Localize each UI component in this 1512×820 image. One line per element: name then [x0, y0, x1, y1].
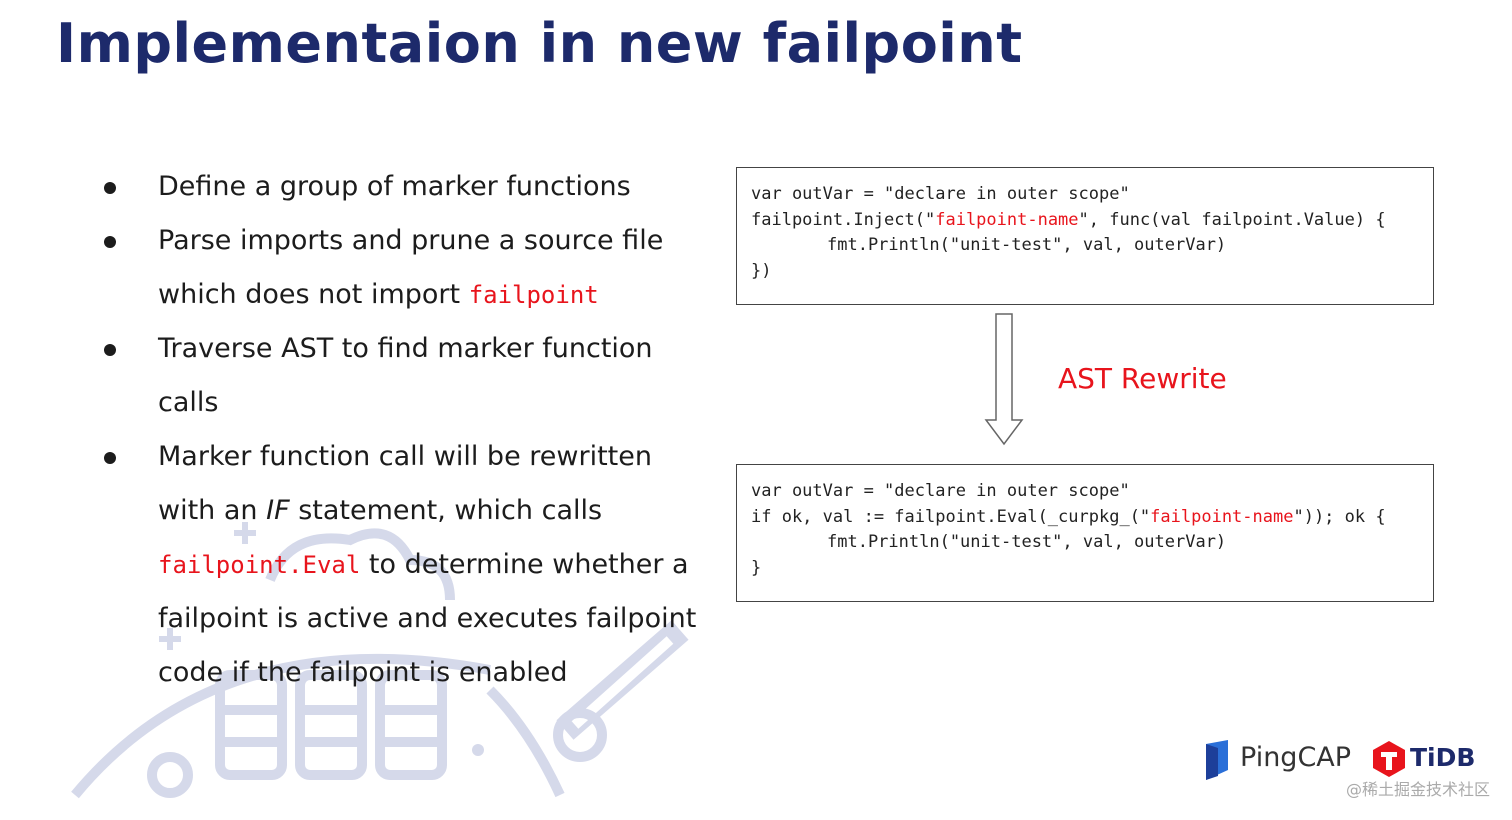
bullet-list: Define a group of marker functions Parse…	[100, 160, 710, 700]
down-arrow-icon	[984, 313, 1024, 446]
code-line: fmt.Println("unit-test", val, outerVar)	[827, 235, 1227, 255]
bullet-item: Define a group of marker functions	[100, 160, 710, 214]
code-fragment: if ok, val := failpoint.Eval(_curpkg_("	[751, 506, 1151, 527]
bullet-italic: IF	[266, 495, 290, 526]
code-after-box: var outVar = "declare in outer scope" if …	[736, 464, 1434, 602]
tidb-logo-text: TiDB	[1410, 743, 1476, 772]
bullet-text: statement, which calls	[289, 495, 603, 526]
cloud-server-watermark-icon	[71, 522, 689, 799]
code-line: fmt.Println("unit-test", val, outerVar)	[827, 532, 1227, 552]
branding: PingCAP TiDB	[1200, 740, 1480, 780]
tidb-logo-icon	[1373, 741, 1405, 777]
code-line: var outVar = "declare in outer scope"	[751, 481, 1130, 501]
source-credit: @稀土掘金技术社区	[1345, 780, 1490, 799]
pingcap-logo-icon	[1206, 740, 1228, 780]
code-before-box: var outVar = "declare in outer scope" fai…	[736, 167, 1434, 305]
code-fragment: failpoint.Inject("	[751, 209, 936, 230]
bullet-item: Traverse AST to find marker function cal…	[100, 322, 710, 430]
code-fragment: ", func(val failpoint.Value) {	[1078, 209, 1386, 230]
inline-code: failpoint.Eval	[158, 551, 361, 579]
code-line: })	[751, 260, 772, 281]
code-line: failpoint.Inject("failpoint-name", func(…	[751, 208, 1433, 234]
bullet-text: Traverse AST to find marker function cal…	[158, 333, 653, 418]
bullet-dot-icon	[104, 452, 116, 464]
bullet-text: to determine whether a failpoint is acti…	[158, 549, 697, 688]
bullet-dot-icon	[104, 182, 116, 194]
bullet-dot-icon	[104, 344, 116, 356]
code-line: if ok, val := failpoint.Eval(_curpkg_("f…	[751, 505, 1433, 531]
inline-code: failpoint	[468, 281, 599, 309]
ast-rewrite-label: AST Rewrite	[1058, 362, 1227, 395]
bullet-text: Define a group of marker functions	[158, 171, 631, 202]
bullet-item: Marker function call will be rewritten w…	[100, 430, 710, 700]
bullet-text: Marker function call will be rewritten w…	[158, 441, 652, 526]
code-string-highlight: failpoint-name	[1150, 506, 1294, 527]
bullet-text: Parse imports and prune a source file wh…	[158, 225, 664, 310]
code-fragment: ")); ok {	[1293, 506, 1386, 527]
bullet-item: Parse imports and prune a source file wh…	[100, 214, 710, 322]
code-line: }	[751, 557, 762, 578]
slide-title: Implementaion in new failpoint	[56, 12, 1023, 75]
code-line: var outVar = "declare in outer scope"	[751, 184, 1130, 204]
code-string-highlight: failpoint-name	[935, 209, 1079, 230]
pingcap-logo-text: PingCAP	[1240, 742, 1352, 773]
bullet-dot-icon	[104, 236, 116, 248]
